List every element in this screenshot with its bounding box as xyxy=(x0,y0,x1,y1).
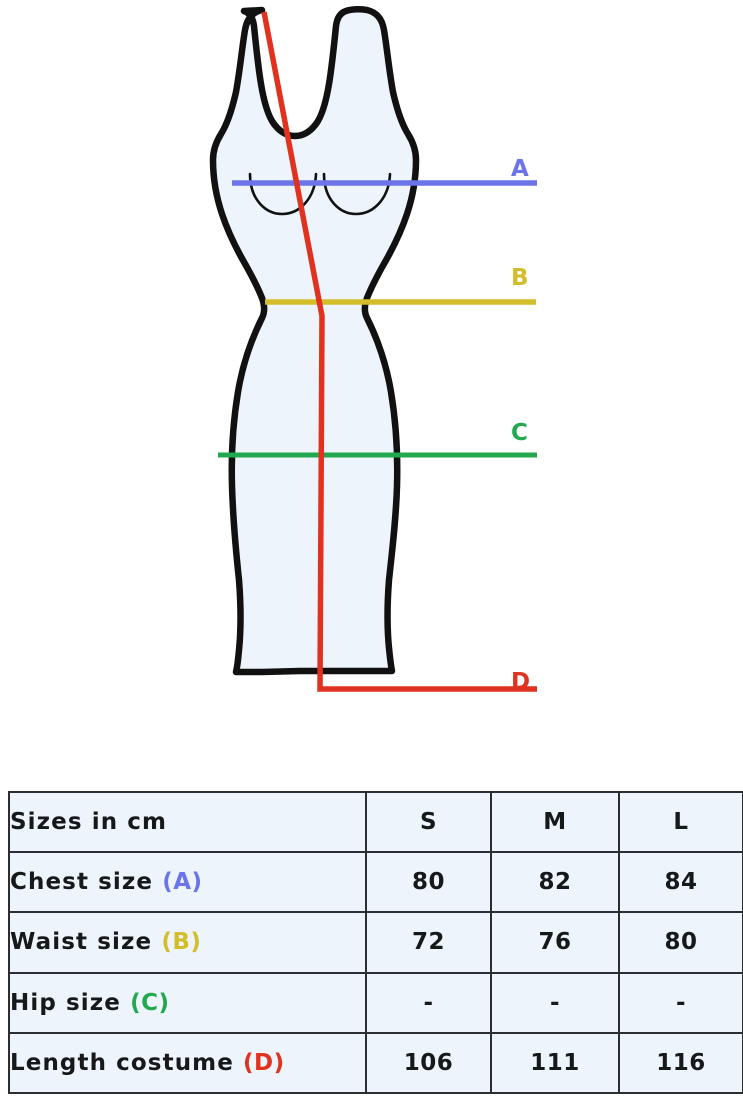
measure-label-d: D xyxy=(511,669,531,695)
table-row-hip: Hip size (C) - - - xyxy=(8,971,743,1034)
row-code-chest: (A) xyxy=(162,869,203,896)
cell-hip-m: - xyxy=(490,971,620,1034)
table-row-length: Length costume (D) 106 111 116 xyxy=(8,1031,743,1095)
row-code-hip: (C) xyxy=(130,989,170,1016)
measure-label-a: A xyxy=(511,156,530,182)
table-row-waist: Waist size (B) 72 76 80 xyxy=(8,911,743,974)
cell-chest-s: 80 xyxy=(365,851,492,914)
measure-label-c: C xyxy=(511,420,529,446)
dress-diagram-panel: A B C D xyxy=(209,6,537,695)
dress-outline xyxy=(209,6,420,676)
size-chart-table: Sizes in cm S M L Chest size (A) 80 82 8… xyxy=(8,790,743,1095)
measure-line-d xyxy=(261,11,537,692)
row-code-waist: (B) xyxy=(161,929,202,956)
row-label-length: Length costume (D) xyxy=(8,1031,367,1095)
table-row-chest: Chest size (A) 80 82 84 xyxy=(8,851,743,914)
dress-illustration xyxy=(209,6,537,692)
bust-arc-right xyxy=(322,172,392,216)
row-label-waist: Waist size (B) xyxy=(8,911,367,974)
size-chart-table-wrapper: Sizes in cm S M L Chest size (A) 80 82 8… xyxy=(8,790,743,1095)
cell-chest-m: 82 xyxy=(490,851,620,914)
dress-silhouette xyxy=(213,9,416,673)
table-row-header: Sizes in cm S M L xyxy=(8,790,743,854)
table-header-sizes-in-cm: Sizes in cm xyxy=(8,790,367,854)
cell-waist-s: 72 xyxy=(365,911,492,974)
bust-arc-left xyxy=(248,172,318,216)
row-code-length: (D) xyxy=(243,1049,285,1076)
table-header-size-l: L xyxy=(618,790,743,854)
cell-waist-m: 76 xyxy=(490,911,620,974)
cell-hip-s: - xyxy=(365,971,492,1034)
row-label-chest-text: Chest size xyxy=(10,869,154,896)
cell-length-s: 106 xyxy=(365,1031,492,1095)
row-label-hip-text: Hip size xyxy=(10,989,121,1016)
cell-chest-l: 84 xyxy=(618,851,743,914)
cell-hip-l: - xyxy=(618,971,743,1034)
cell-waist-l: 80 xyxy=(618,911,743,974)
table-header-size-m: M xyxy=(490,790,620,854)
cell-length-l: 116 xyxy=(618,1031,743,1095)
table-header-size-s: S xyxy=(365,790,492,854)
row-label-waist-text: Waist size xyxy=(10,929,153,956)
cell-length-m: 111 xyxy=(490,1031,620,1095)
row-label-hip: Hip size (C) xyxy=(8,971,367,1034)
row-label-chest: Chest size (A) xyxy=(8,851,367,914)
measure-label-b: B xyxy=(511,265,530,291)
row-label-length-text: Length costume xyxy=(10,1049,234,1076)
